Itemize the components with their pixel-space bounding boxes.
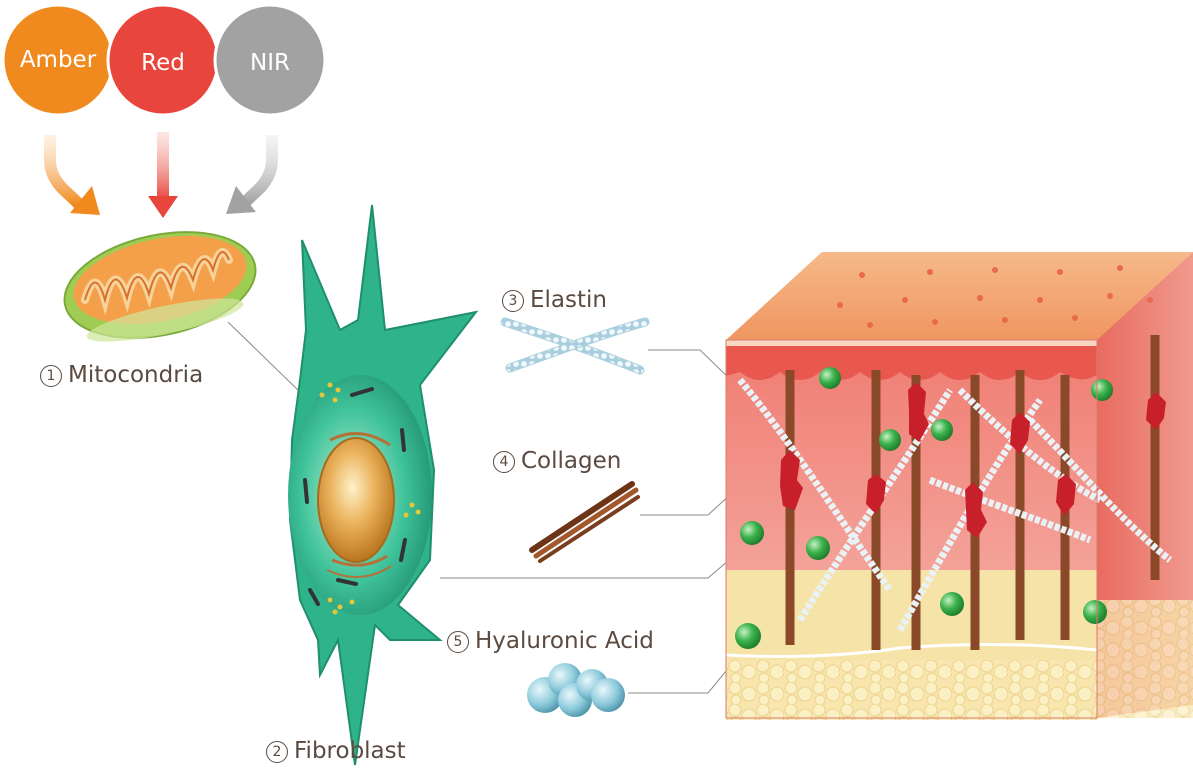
arrow-red: [148, 132, 178, 218]
label-number: 3: [502, 290, 524, 312]
light-label-amber: Amber: [3, 47, 113, 73]
label-text: Mitocondria: [68, 362, 203, 388]
label-text: Elastin: [530, 287, 607, 313]
label-number: 4: [493, 451, 515, 473]
label-number: 1: [40, 365, 62, 387]
collagen-bundle: [532, 484, 638, 561]
label-fibroblast: 2 Fibroblast: [266, 740, 406, 763]
mitochondria: [55, 216, 266, 354]
label-collagen: 4 Collagen: [493, 450, 621, 473]
light-label-nir: NIR: [215, 50, 325, 76]
label-number: 2: [266, 741, 288, 763]
label-elastin: 3 Elastin: [502, 289, 607, 312]
elastin-fibers: [505, 322, 645, 370]
arrow-nir: [226, 135, 272, 214]
leader-line-mitocondria: [228, 322, 300, 392]
label-hyaluronic-acid: 5 Hyaluronic Acid: [447, 630, 654, 653]
fibroblast-cell: [288, 205, 476, 765]
light-label-red: Red: [108, 50, 218, 76]
arrow-amber: [50, 135, 100, 215]
hyaluronic-acid-cluster: [527, 663, 625, 717]
skin-block: [726, 252, 1193, 720]
label-text: Fibroblast: [294, 738, 406, 764]
label-number: 5: [447, 631, 469, 653]
label-mitocondria: 1 Mitocondria: [40, 364, 203, 387]
label-text: Collagen: [521, 448, 621, 474]
label-text: Hyaluronic Acid: [475, 628, 654, 654]
